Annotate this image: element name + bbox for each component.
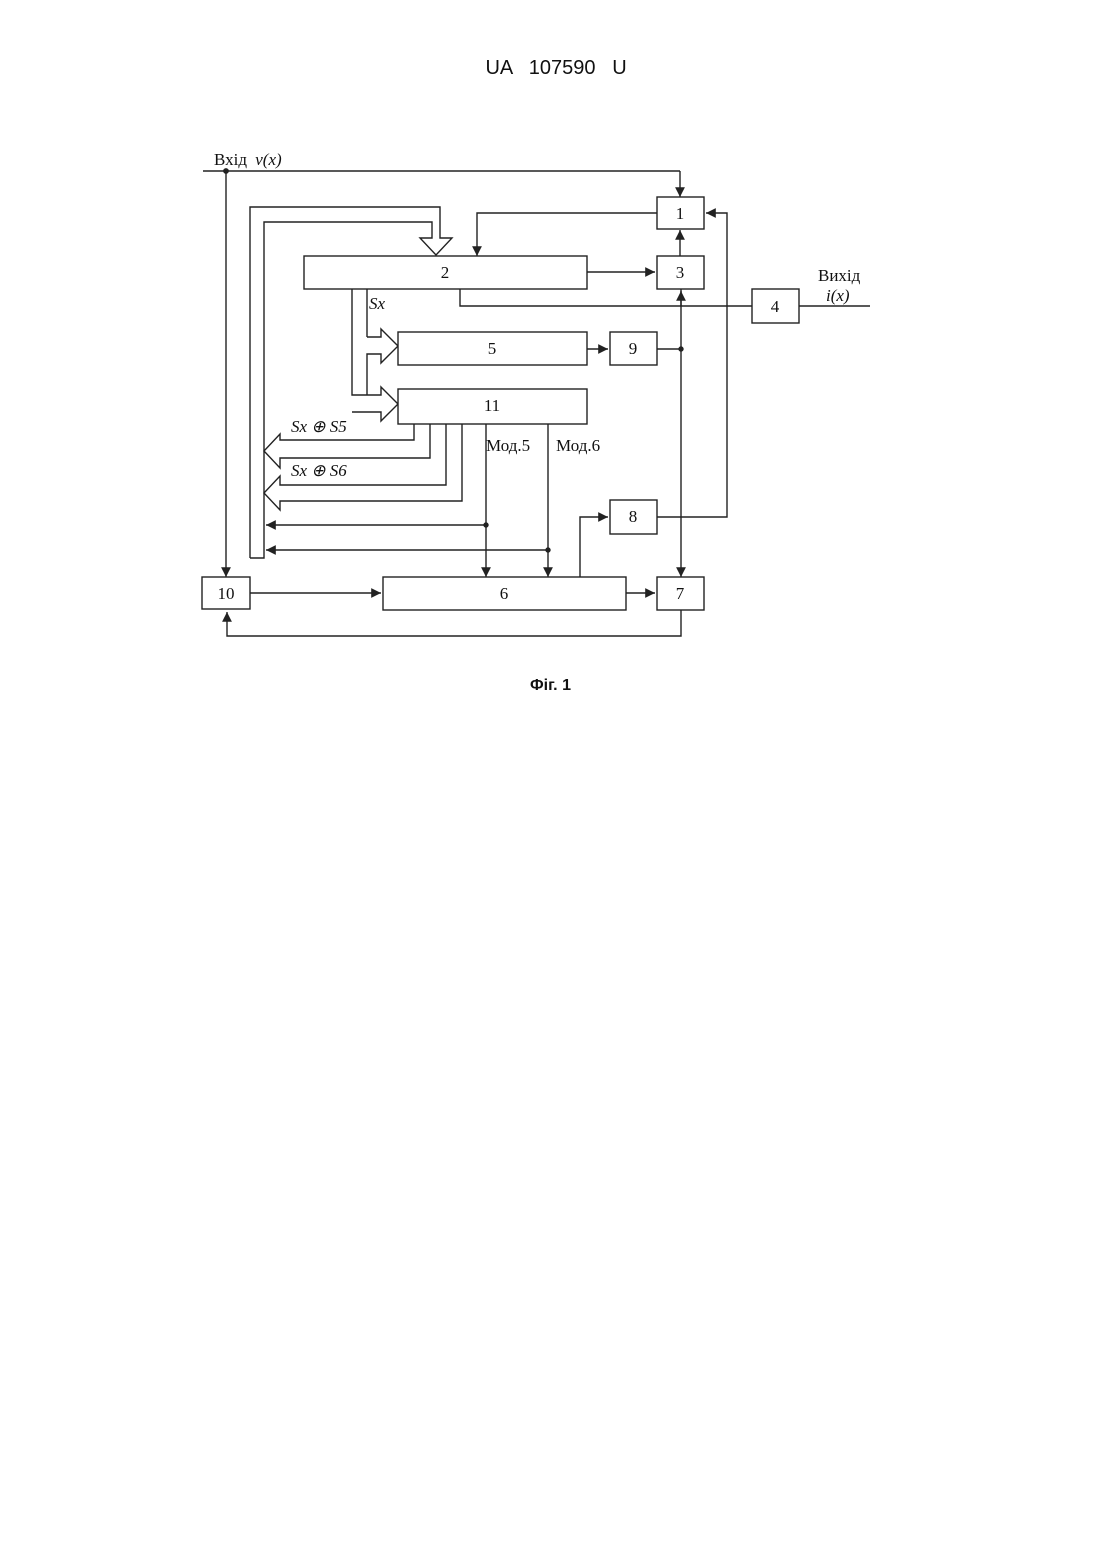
mod6-label: Мод.6 — [556, 436, 600, 455]
sx-s6-label: Sx ⊕ S6 — [291, 461, 347, 480]
mod5-label: Мод.5 — [486, 436, 530, 455]
block-6-label: 6 — [500, 584, 509, 603]
output-label-var: i(x) — [826, 286, 850, 305]
block-10-label: 10 — [218, 584, 235, 603]
block-4-label: 4 — [771, 297, 780, 316]
block-2-label: 2 — [441, 263, 450, 282]
block-11-label: 11 — [484, 396, 500, 415]
block-8-label: 8 — [629, 507, 638, 526]
block-5-label: 5 — [488, 339, 497, 358]
sx-s5-label: Sx ⊕ S5 — [291, 417, 347, 436]
block-1-label: 1 — [676, 204, 685, 223]
output-label-word: Вихід — [818, 266, 861, 285]
block-9-label: 9 — [629, 339, 638, 358]
input-label: Вхід v(x) — [214, 150, 282, 169]
sx-label: Sx — [369, 294, 386, 313]
block-diagram: 1 2 3 4 5 9 11 8 10 6 7 Вхід v(x) Вихід … — [0, 0, 1101, 700]
input-label-word: Вхід — [214, 150, 247, 169]
block-7-label: 7 — [676, 584, 685, 603]
block-3-label: 3 — [676, 263, 685, 282]
figure-caption: Фіг. 1 — [0, 677, 1101, 695]
input-label-var: v(x) — [255, 150, 282, 169]
